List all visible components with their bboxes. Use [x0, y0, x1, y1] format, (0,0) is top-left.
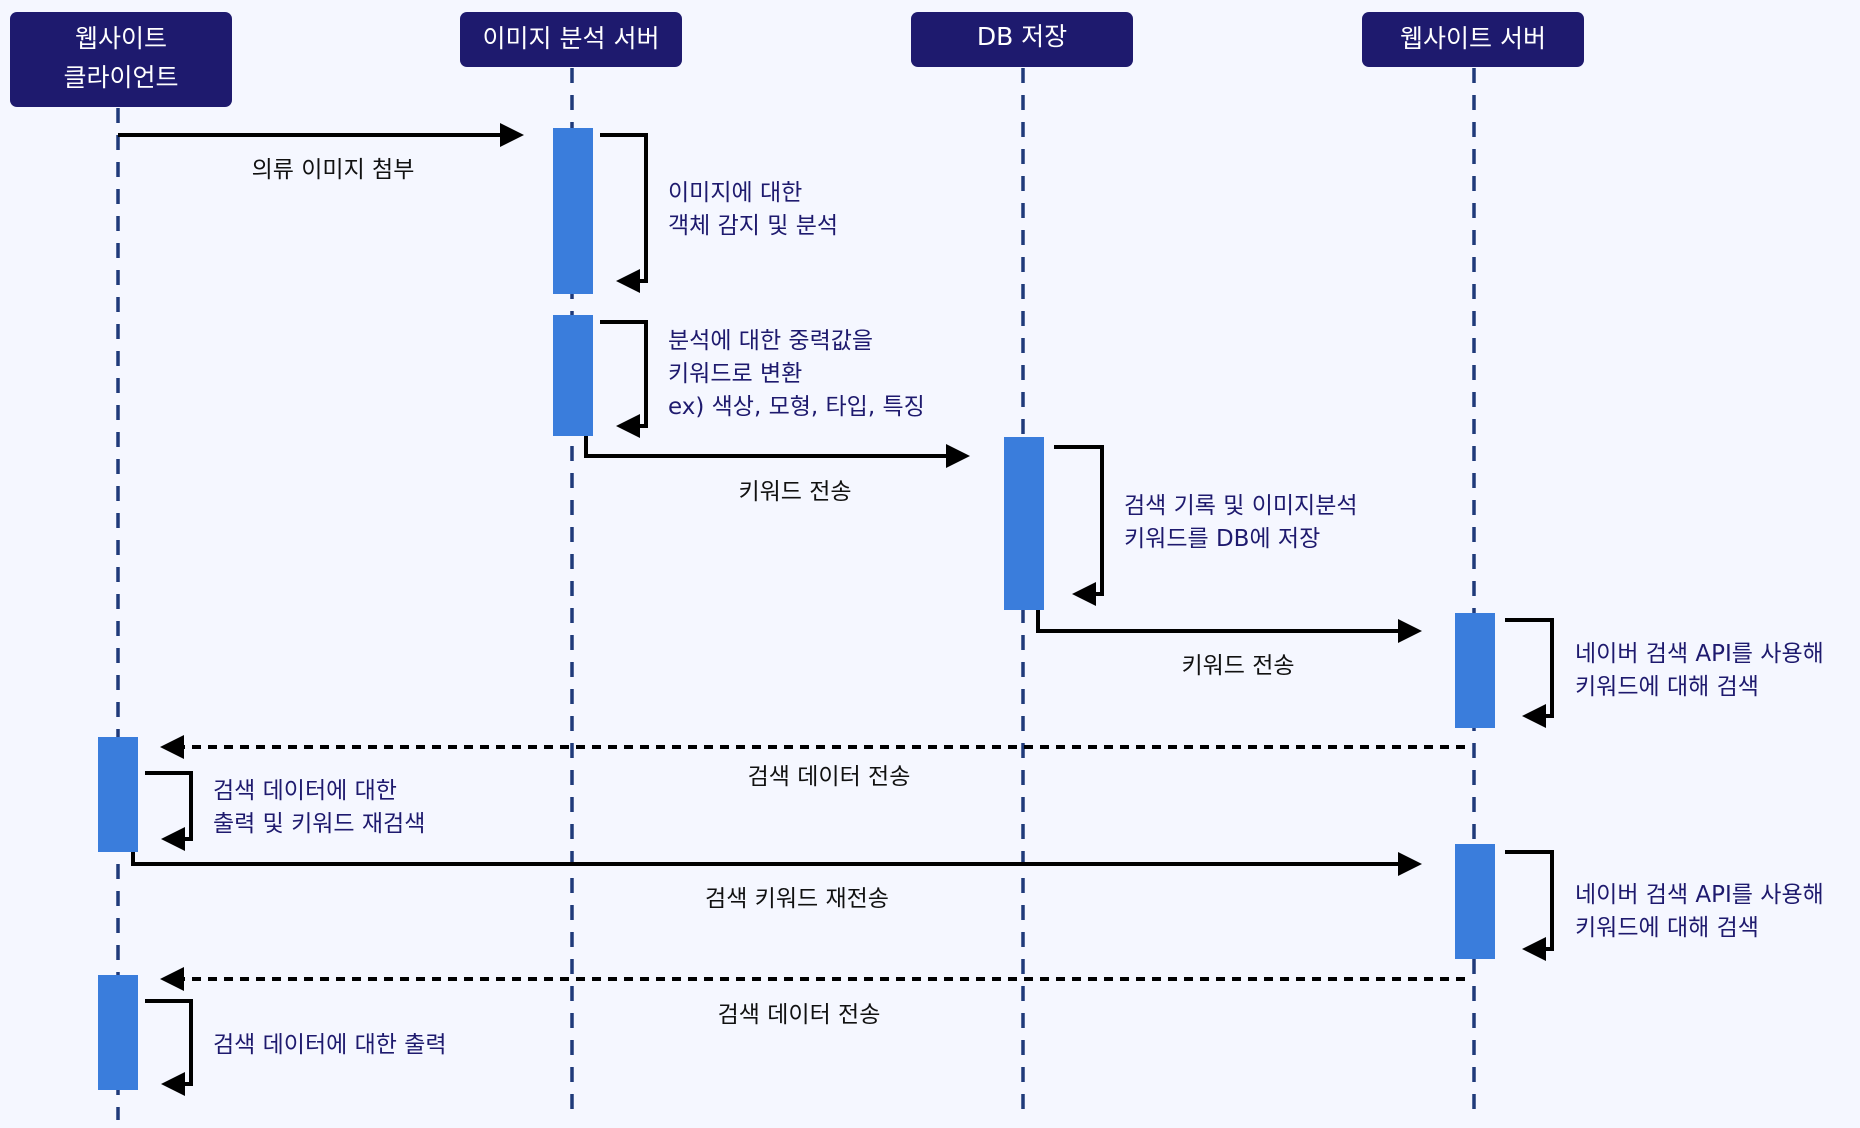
note-convert-line3: ex) 색상, 모형, 타입, 특징 [668, 394, 925, 420]
note-web1-line2: 키워드에 대해 검색 [1575, 674, 1759, 700]
message-search-data-2: 검색 데이터 전송 [160, 967, 1465, 1028]
participant-analysis-label: 이미지 분석 서버 [483, 24, 660, 53]
self-loop-client-output-2: 검색 데이터에 대한 출력 [145, 999, 447, 1096]
note-client1-line1: 검색 데이터에 대한 [213, 778, 397, 804]
message-attach-image: 의류 이미지 첨부 [118, 123, 524, 183]
participant-client: 웹사이트 클라이언트 [10, 12, 232, 107]
activation-client-2 [98, 975, 138, 1090]
note-detect-line2: 객체 감지 및 분석 [668, 213, 838, 239]
activation-web-2 [1455, 844, 1495, 959]
message-search-data-1-label: 검색 데이터 전송 [748, 764, 911, 790]
note-client2-line1: 검색 데이터에 대한 출력 [213, 1032, 447, 1058]
participant-web-label: 웹사이트 서버 [1400, 24, 1546, 53]
note-web2-line1: 네이버 검색 API를 사용해 [1575, 882, 1824, 908]
note-db-line1: 검색 기록 및 이미지분석 [1124, 493, 1358, 519]
self-loop-analysis-convert: 분석에 대한 중력값을 키워드로 변환 ex) 색상, 모형, 타입, 특징 [600, 320, 925, 438]
self-loop-web-search-2: 네이버 검색 API를 사용해 키워드에 대해 검색 [1505, 850, 1824, 961]
activation-analysis-2 [553, 315, 593, 436]
activation-web-1 [1455, 613, 1495, 728]
self-loop-db-save: 검색 기록 및 이미지분석 키워드를 DB에 저장 [1054, 445, 1358, 606]
message-keyword-send-1: 키워드 전송 [584, 436, 970, 505]
activation-analysis-1 [553, 128, 593, 294]
note-web1-line1: 네이버 검색 API를 사용해 [1575, 641, 1824, 667]
message-keyword-send-2: 키워드 전송 [1036, 610, 1422, 679]
note-web2-line2: 키워드에 대해 검색 [1575, 915, 1759, 941]
message-search-keyword-resend-label: 검색 키워드 재전송 [705, 886, 889, 912]
note-detect-line1: 이미지에 대한 [668, 180, 802, 206]
message-keyword-send-1-label: 키워드 전송 [738, 479, 851, 505]
participant-db: DB 저장 [911, 12, 1133, 67]
self-loop-web-search-1: 네이버 검색 API를 사용해 키워드에 대해 검색 [1505, 618, 1824, 728]
self-loop-client-output-1: 검색 데이터에 대한 출력 및 키워드 재검색 [145, 771, 425, 851]
participant-web: 웹사이트 서버 [1362, 12, 1584, 67]
note-convert-line2: 키워드로 변환 [668, 361, 802, 387]
note-convert-line1: 분석에 대한 중력값을 [668, 328, 873, 354]
participant-analysis: 이미지 분석 서버 [460, 12, 682, 67]
message-search-keyword-resend: 검색 키워드 재전송 [131, 852, 1422, 912]
note-db-line2: 키워드를 DB에 저장 [1124, 526, 1320, 552]
activation-db-1 [1004, 437, 1044, 610]
participant-db-label: DB 저장 [977, 22, 1067, 51]
participant-client-line2: 클라이언트 [63, 63, 178, 92]
message-keyword-send-2-label: 키워드 전송 [1181, 653, 1294, 679]
participant-client-line1: 웹사이트 [75, 24, 167, 53]
activation-client-1 [98, 737, 138, 852]
note-client1-line2: 출력 및 키워드 재검색 [213, 811, 425, 837]
message-attach-image-label: 의류 이미지 첨부 [252, 157, 415, 183]
message-search-data-1: 검색 데이터 전송 [160, 735, 1465, 790]
self-loop-analysis-detect: 이미지에 대한 객체 감지 및 분석 [600, 133, 838, 293]
message-search-data-2-label: 검색 데이터 전송 [718, 1002, 881, 1028]
